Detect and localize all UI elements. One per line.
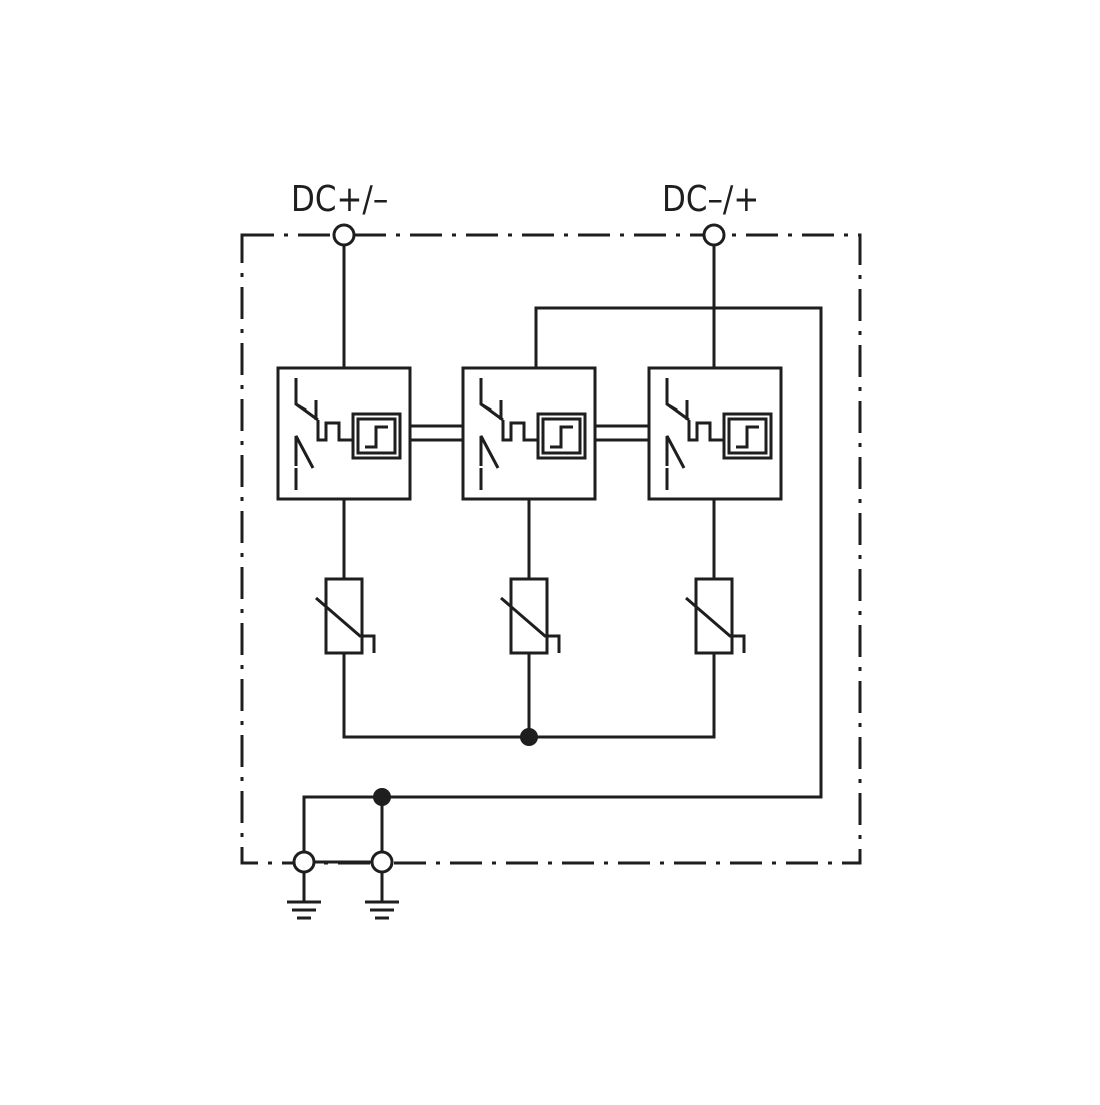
terminal-label-dc-right: DC–/+ bbox=[662, 179, 760, 220]
varistor-3 bbox=[686, 579, 744, 653]
ground-icon bbox=[365, 902, 399, 918]
module-to-varistor-leads bbox=[344, 499, 714, 579]
mechanical-coupling-2-3 bbox=[595, 426, 649, 440]
junction-dot-varistor-bus bbox=[520, 728, 538, 746]
thermal-disconnect-module-1 bbox=[278, 368, 410, 499]
thermal-disconnect-module-2 bbox=[463, 368, 595, 499]
junction-dot-pe bbox=[373, 788, 391, 806]
enclosure-border bbox=[242, 235, 860, 863]
middle-to-pe-wire bbox=[382, 306, 823, 799]
varistor-1 bbox=[316, 579, 374, 653]
terminal-ground-1 bbox=[294, 852, 314, 872]
ground-wiring bbox=[302, 795, 382, 902]
terminal-dc-left bbox=[334, 225, 354, 245]
thermal-disconnect-module-3 bbox=[649, 368, 781, 499]
terminal-label-dc-left: DC+/– bbox=[291, 179, 389, 220]
varistor-2 bbox=[501, 579, 559, 653]
mechanical-coupling-1-2 bbox=[410, 426, 463, 440]
terminal-ground-2 bbox=[372, 852, 392, 872]
terminal-dc-right bbox=[704, 225, 724, 245]
varistor-common-bus bbox=[342, 653, 716, 739]
ground-icon bbox=[287, 902, 321, 918]
